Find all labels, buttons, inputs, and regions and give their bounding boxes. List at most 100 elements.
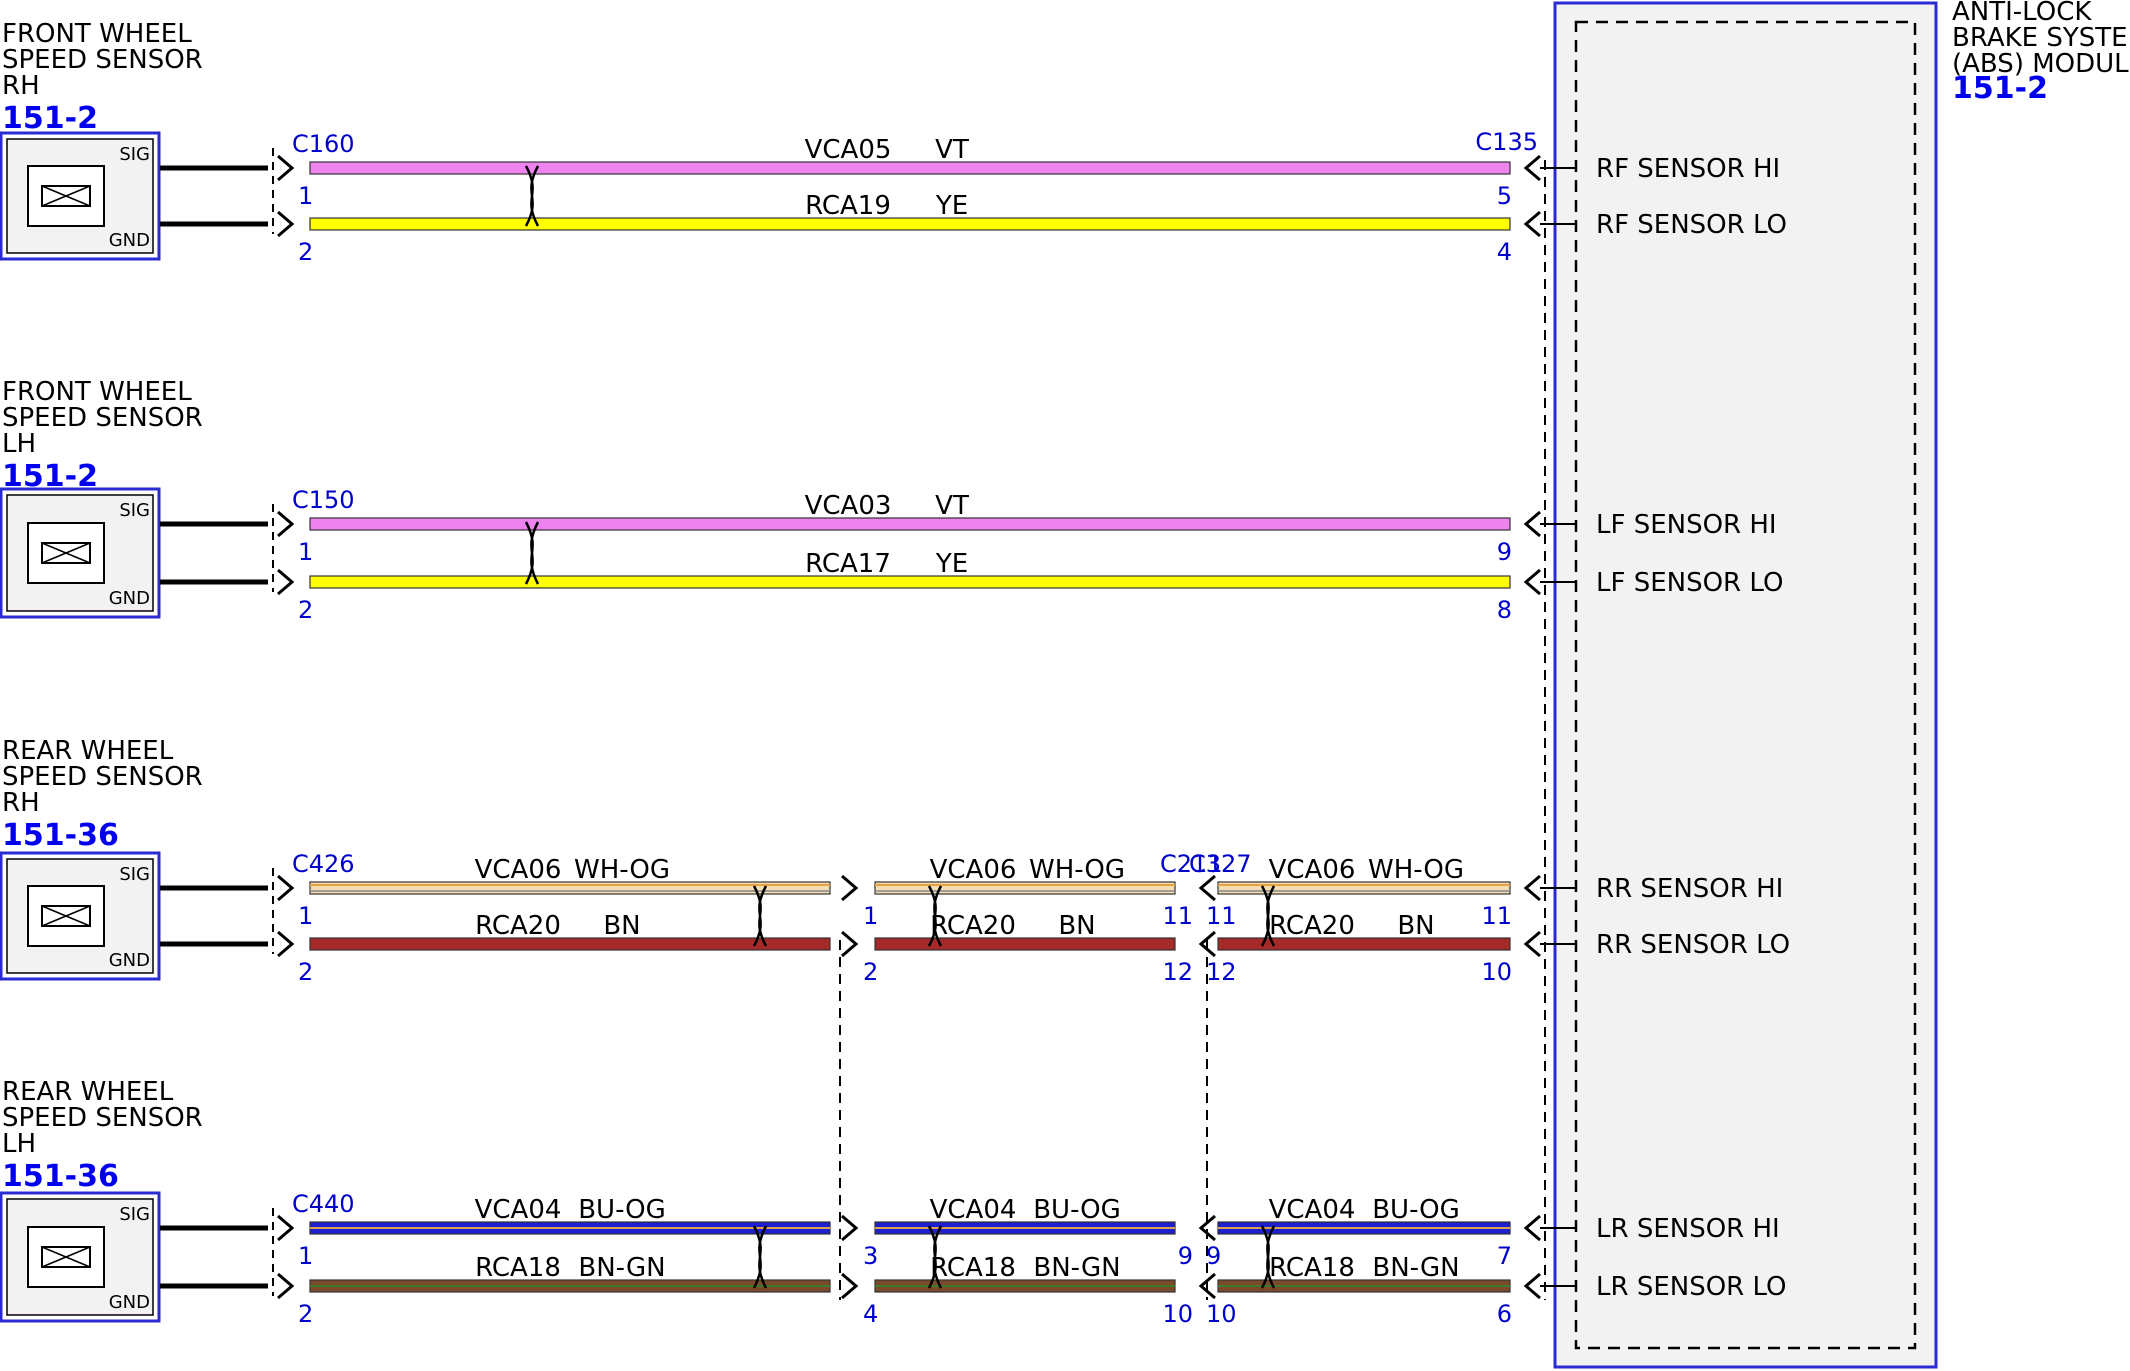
pin-number: 1 [863, 902, 878, 930]
wire-lo [874, 937, 1176, 951]
wire-circuit-label: RCA19 [805, 191, 891, 221]
wire-circuit-label: RCA18 [930, 1253, 1016, 1283]
sensor-title-line: LH [2, 429, 36, 459]
abs-module-title-line: BRAKE SYSTEM [1952, 23, 2130, 53]
connector-arrow [277, 154, 295, 182]
wire-color-label: VT [935, 135, 969, 165]
pin-number: 2 [298, 596, 313, 624]
inline-connector-label: C327 [1189, 850, 1252, 878]
sensor-connector-label: C150 [292, 486, 355, 514]
module-pin-label: RF SENSOR LO [1596, 210, 1787, 240]
pin-number: 11 [1162, 902, 1193, 930]
pin-number: 2 [298, 1300, 313, 1328]
wire-lo [309, 1279, 831, 1293]
connector-arrow [277, 1214, 295, 1242]
inline-connector-arrow [1198, 930, 1216, 958]
module-pin-label: RF SENSOR HI [1596, 154, 1780, 184]
connector-arrow [277, 930, 295, 958]
inline-connector-label: C211 [1160, 850, 1223, 878]
sensor-pin-gnd: GND [109, 588, 150, 609]
wire-color-label: WH-OG [1029, 855, 1125, 885]
module-arrow [1523, 1272, 1541, 1300]
sensor-ref: 151-36 [2, 818, 119, 853]
wire-color-label: BN-GN [1033, 1253, 1120, 1283]
wire-circuit-label: RCA20 [1269, 911, 1355, 941]
wire-color-label: VT [935, 491, 969, 521]
wire-circuit-label: RCA20 [475, 911, 561, 941]
pin-number: 12 [1206, 958, 1237, 986]
wire-hi [309, 1221, 831, 1235]
wire-color-label: BN-GN [1372, 1253, 1459, 1283]
pin-number: 6 [1497, 1300, 1512, 1328]
pin-number: 10 [1481, 958, 1512, 986]
pin-number: 5 [1497, 182, 1512, 210]
abs-module-inner-dashed [1574, 20, 1917, 1350]
sensor-pin-sig: SIG [119, 500, 150, 521]
pin-number: 2 [298, 958, 313, 986]
wire-color-label: BU-OG [578, 1195, 666, 1225]
inline-connector-arrow [841, 874, 859, 902]
sensor-title-line: SPEED SENSOR [2, 1103, 203, 1133]
twisted-pair-marker [1260, 885, 1276, 947]
module-pin-label: LR SENSOR LO [1596, 1272, 1787, 1302]
module-pin-label: LR SENSOR HI [1596, 1214, 1780, 1244]
inline-connector-arrow [1198, 874, 1216, 902]
abs-module-title-line: ANTI-LOCK [1952, 0, 2092, 27]
pin-number: 2 [298, 238, 313, 266]
sensor-pin-gnd: GND [109, 950, 150, 971]
wire-insulation [309, 161, 1511, 175]
sensor-title-line: FRONT WHEEL [2, 377, 192, 407]
inline-connector-arrow [1198, 1214, 1216, 1242]
wire-hi [309, 517, 1511, 531]
sensor-ref: 151-36 [2, 1159, 119, 1194]
twisted-pair-marker [524, 165, 540, 227]
wire-color-label: WH-OG [574, 855, 670, 885]
sensor-pin-gnd: GND [109, 230, 150, 251]
pin-number: 4 [1497, 238, 1512, 266]
abs-connector-label: C135 [1475, 128, 1538, 156]
sensor-pin-sig: SIG [119, 1204, 150, 1225]
wire-circuit-label: RCA18 [1269, 1253, 1355, 1283]
wire-color-label: BU-OG [1372, 1195, 1460, 1225]
pin-number: 11 [1206, 902, 1237, 930]
pin-number: 1 [298, 182, 313, 210]
inline-connector-arrow [841, 1272, 859, 1300]
sensor-pin-sig: SIG [119, 144, 150, 165]
module-arrow [1523, 1214, 1541, 1242]
wire-color-label: YE [935, 549, 968, 579]
wire-hi [1217, 1221, 1511, 1235]
wire-insulation [309, 881, 831, 895]
connector-arrow [277, 210, 295, 238]
module-pin-label: RR SENSOR HI [1596, 874, 1783, 904]
wire-circuit-label: RCA18 [475, 1253, 561, 1283]
connector-arrow [277, 874, 295, 902]
module-arrow [1523, 154, 1541, 182]
pin-number: 7 [1497, 1242, 1512, 1270]
twisted-pair-marker [752, 1225, 768, 1289]
wire-hi [309, 881, 831, 895]
pin-number: 4 [863, 1300, 878, 1328]
wire-insulation [309, 575, 1511, 589]
wire-circuit-label: VCA03 [805, 491, 892, 521]
pin-number: 9 [1497, 538, 1512, 566]
sensor-symbol-box [27, 1226, 105, 1288]
wire-circuit-label: VCA06 [930, 855, 1017, 885]
wire-circuit-label: RCA17 [805, 549, 891, 579]
wire-circuit-label: VCA06 [475, 855, 562, 885]
sensor-title-line: SPEED SENSOR [2, 45, 203, 75]
pin-number: 10 [1162, 1300, 1193, 1328]
connector-arrow [277, 1272, 295, 1300]
wire-insulation [874, 881, 1176, 895]
module-arrow [1523, 210, 1541, 238]
connector-arrow [277, 510, 295, 538]
wire-insulation [874, 937, 1176, 951]
module-pin-label: LF SENSOR HI [1596, 510, 1777, 540]
wire-circuit-label: VCA05 [805, 135, 892, 165]
pin-number: 11 [1481, 902, 1512, 930]
wire-insulation [309, 937, 831, 951]
wire-lo [874, 1279, 1176, 1293]
inline-connector-arrow [841, 1214, 859, 1242]
wire-color-label: BN [603, 911, 640, 941]
twisted-pair-marker [524, 521, 540, 585]
module-pin-label: LF SENSOR LO [1596, 568, 1783, 598]
